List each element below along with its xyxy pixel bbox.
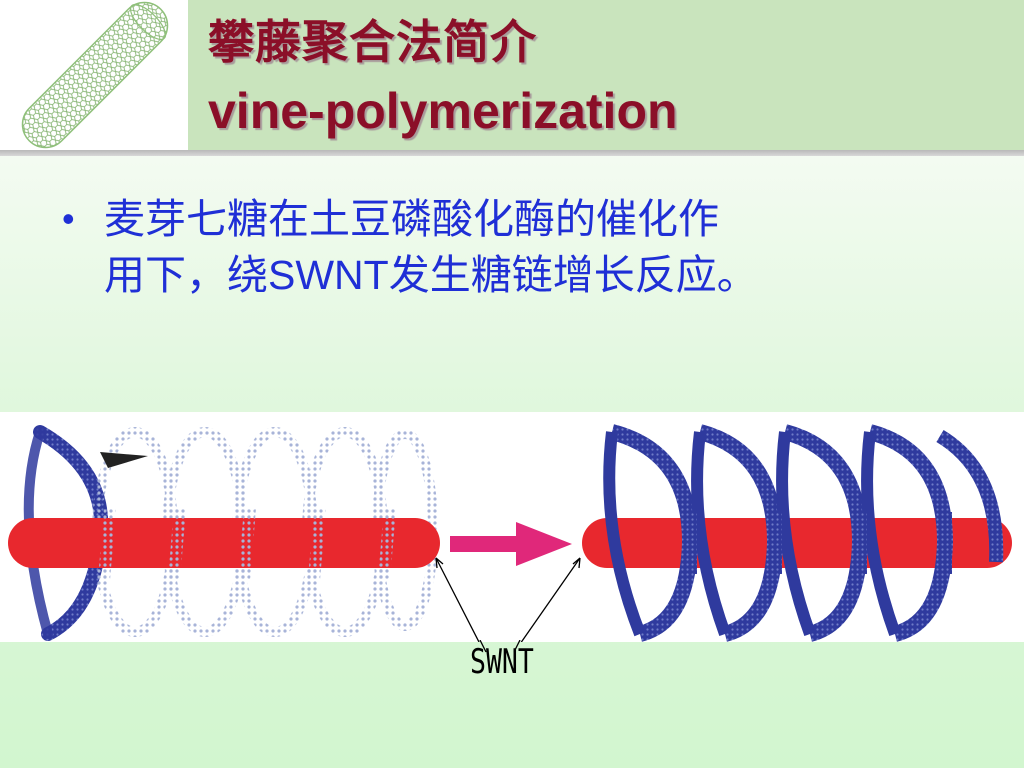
page-subtitle: vine-polymerization: [208, 83, 678, 139]
bullet-text-line-2: 用下，绕SWNT发生糖链增长反应。: [104, 252, 758, 298]
bullet-text-line-1: 麦芽七糖在土豆磷酸化酶的催化作: [104, 196, 719, 242]
logo-panel: [0, 0, 188, 150]
growth-direction-arrowhead: [100, 452, 148, 468]
vine-polymerization-diagram: [0, 412, 1024, 642]
header-bar: 攀藤聚合法简介 vine-polymerization: [0, 0, 1024, 150]
bullet-marker: •: [62, 198, 75, 239]
swnt-tube-left: [8, 507, 440, 581]
swnt-pointer-lines-lower: [479, 640, 521, 653]
page-title: 攀藤聚合法简介: [208, 16, 537, 68]
wrapped-helix-front-segments: [683, 512, 952, 574]
header-divider: [0, 150, 1024, 156]
reaction-arrow: [450, 522, 572, 566]
swnt-label: SWNT: [470, 642, 534, 682]
carbon-nanotube-icon: [21, 1, 169, 149]
swnt-pointer-lines: [435, 557, 581, 642]
